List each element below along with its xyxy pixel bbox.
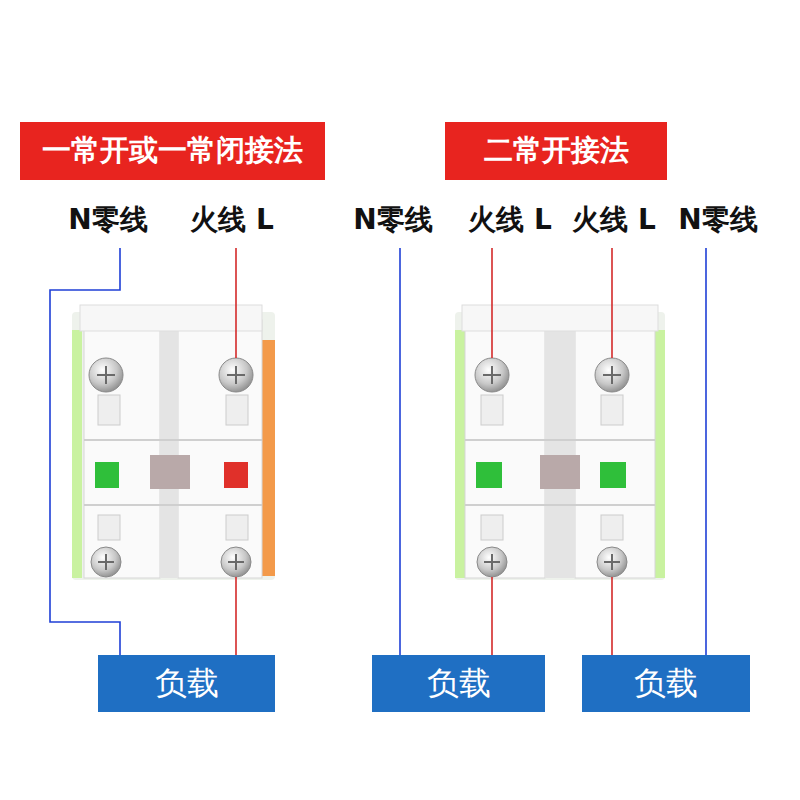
no-contact-indicator bbox=[95, 462, 119, 488]
screw bbox=[595, 358, 629, 392]
screw bbox=[475, 358, 509, 392]
node-label: 负载 bbox=[634, 662, 698, 706]
screw bbox=[477, 547, 507, 577]
node-label: 负载 bbox=[155, 662, 219, 706]
center-rib bbox=[545, 320, 575, 578]
load-box: 负载 bbox=[582, 655, 750, 712]
live-wire bbox=[235, 248, 237, 358]
contact-column bbox=[465, 320, 545, 578]
window bbox=[226, 515, 248, 540]
live-label: 火线 L bbox=[190, 203, 274, 237]
node-label: 一常开或一常闭接法 bbox=[42, 131, 303, 171]
slot bbox=[150, 455, 190, 489]
wires bbox=[50, 248, 706, 655]
neutral-wire bbox=[399, 248, 401, 655]
screw-slot bbox=[98, 554, 114, 570]
screw-head bbox=[221, 547, 251, 577]
housing bbox=[72, 312, 275, 580]
screw-slot bbox=[483, 366, 501, 384]
green-edge bbox=[655, 330, 665, 578]
window bbox=[601, 395, 623, 425]
rib bbox=[84, 439, 262, 441]
window bbox=[601, 515, 623, 540]
screw-head bbox=[477, 547, 507, 577]
live-label: 火线 L bbox=[468, 203, 552, 237]
green-edge bbox=[455, 330, 465, 578]
live-label: 火线 L bbox=[572, 203, 656, 237]
neutral-label: N零线 bbox=[353, 203, 432, 237]
window bbox=[226, 395, 248, 425]
rib bbox=[465, 504, 655, 506]
node-label: 二常开接法 bbox=[484, 131, 629, 171]
contact-column bbox=[575, 320, 655, 578]
screw-head bbox=[91, 547, 121, 577]
screw bbox=[219, 358, 253, 392]
center-rib bbox=[160, 320, 178, 578]
green-edge bbox=[72, 330, 82, 578]
screw-head bbox=[595, 358, 629, 392]
screw-slot bbox=[97, 366, 115, 384]
screw-slot bbox=[227, 366, 245, 384]
live-wire bbox=[491, 248, 493, 358]
live-wire bbox=[611, 248, 613, 358]
orange-edge bbox=[262, 340, 275, 576]
screw bbox=[89, 358, 123, 392]
no-contact-indicator bbox=[476, 462, 502, 488]
contact-column bbox=[84, 320, 160, 578]
screw-head bbox=[475, 358, 509, 392]
screw bbox=[221, 547, 251, 577]
live-wire bbox=[491, 577, 493, 655]
screw bbox=[597, 547, 627, 577]
window bbox=[481, 515, 503, 540]
neutral-label: N零线 bbox=[68, 203, 147, 237]
screw-slot bbox=[603, 366, 621, 384]
window bbox=[98, 395, 120, 425]
no-contact-indicator bbox=[600, 462, 626, 488]
load-box: 负载 bbox=[372, 655, 545, 712]
top-cap bbox=[80, 305, 262, 331]
window bbox=[481, 395, 503, 425]
slot bbox=[540, 455, 580, 489]
screw-slot bbox=[228, 554, 244, 570]
title-banner: 一常开或一常闭接法 bbox=[20, 122, 325, 180]
load-box: 负载 bbox=[98, 655, 275, 712]
screw-head bbox=[89, 358, 123, 392]
contact-column bbox=[178, 320, 262, 578]
rib bbox=[465, 439, 655, 441]
switch-block-right bbox=[455, 305, 665, 580]
neutral-label: N零线 bbox=[678, 203, 757, 237]
live-wire bbox=[235, 577, 237, 655]
switch-block-left bbox=[72, 305, 275, 580]
title-banner: 二常开接法 bbox=[445, 122, 667, 180]
screw-slot bbox=[484, 554, 500, 570]
window bbox=[98, 515, 120, 540]
screw bbox=[91, 547, 121, 577]
screw-head bbox=[597, 547, 627, 577]
rib bbox=[84, 504, 262, 506]
nc-contact-indicator bbox=[224, 462, 248, 488]
neutral-wire bbox=[705, 248, 707, 655]
live-wire bbox=[611, 577, 613, 655]
neutral-wire bbox=[50, 248, 120, 655]
screw-head bbox=[219, 358, 253, 392]
screw-slot bbox=[604, 554, 620, 570]
node-label: 负载 bbox=[427, 662, 491, 706]
housing bbox=[455, 312, 665, 580]
